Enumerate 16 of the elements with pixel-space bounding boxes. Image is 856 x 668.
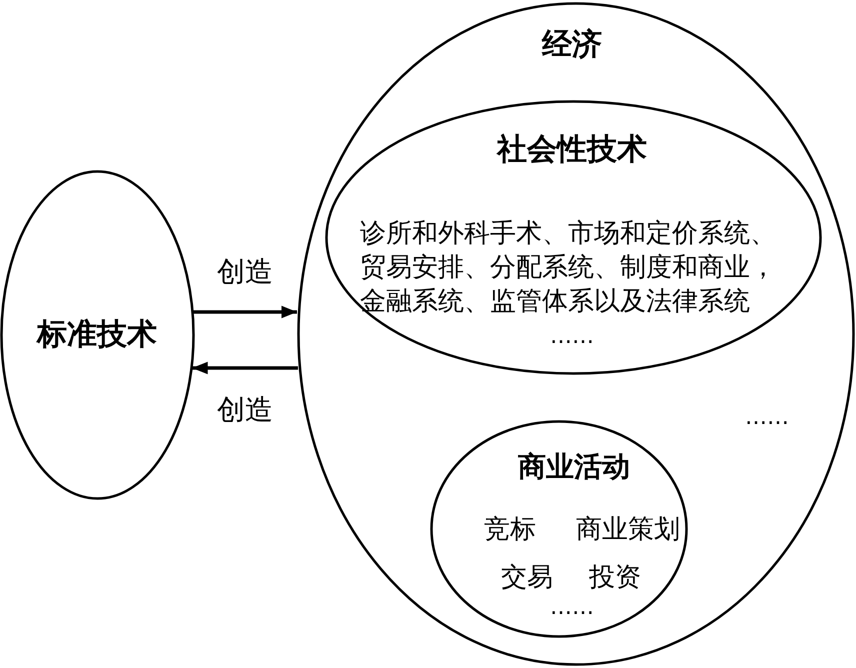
arrow	[192, 362, 298, 374]
heading-text: 经济	[542, 27, 602, 63]
arrow	[193, 306, 297, 318]
edge-label: 创造	[217, 393, 273, 427]
ellipsis-text: ……	[550, 594, 594, 622]
item-text: 竞标	[484, 514, 536, 546]
body-text: 诊所和外科手术、市场和定价系统、贸易安排、分配系统、制度和商业，金融系统、监管体系以及法律系统	[360, 217, 778, 318]
item-text: 商业策划	[576, 514, 680, 546]
ellipsis-text: ……	[550, 324, 594, 350]
label-text: 标准技术	[37, 317, 157, 353]
item-text: 交易	[501, 562, 553, 594]
heading-text: 社会性技术	[497, 132, 647, 168]
heading-text: 商业活动	[518, 450, 630, 484]
item-text: 投资	[589, 562, 641, 594]
ellipsis-text: ……	[745, 404, 789, 432]
edge-label: 创造	[217, 255, 273, 289]
